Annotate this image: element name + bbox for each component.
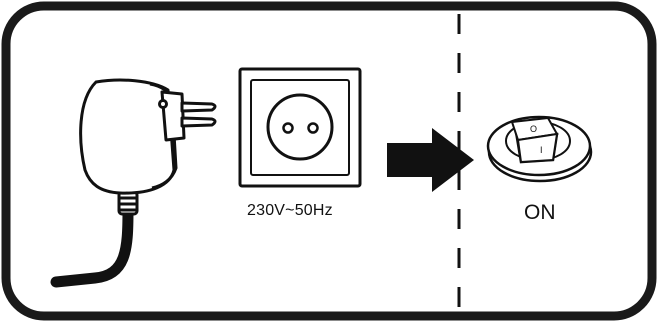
power-adapter-icon — [50, 78, 217, 288]
adapter-body — [79, 78, 176, 195]
socket-hole-left — [282, 122, 294, 134]
socket-face — [266, 93, 334, 161]
adapter-indicator — [158, 99, 168, 109]
rocker-switch-icon: O I — [486, 115, 593, 183]
switch-off-mark: O — [530, 124, 537, 134]
wall-socket-icon — [238, 67, 362, 188]
voltage-label: 230V~50Hz — [247, 202, 333, 219]
adapter-front-plate — [160, 90, 186, 142]
switch-on-mark: I — [540, 145, 543, 155]
socket-hole-right — [307, 122, 319, 134]
adapter-prong-bottom — [180, 116, 217, 128]
switch-state-label: ON — [524, 201, 556, 224]
adapter-cable — [50, 204, 134, 288]
adapter-prong-top — [180, 101, 217, 113]
arrow-right-icon — [387, 128, 474, 192]
switch-rocker-lower — [516, 132, 559, 164]
